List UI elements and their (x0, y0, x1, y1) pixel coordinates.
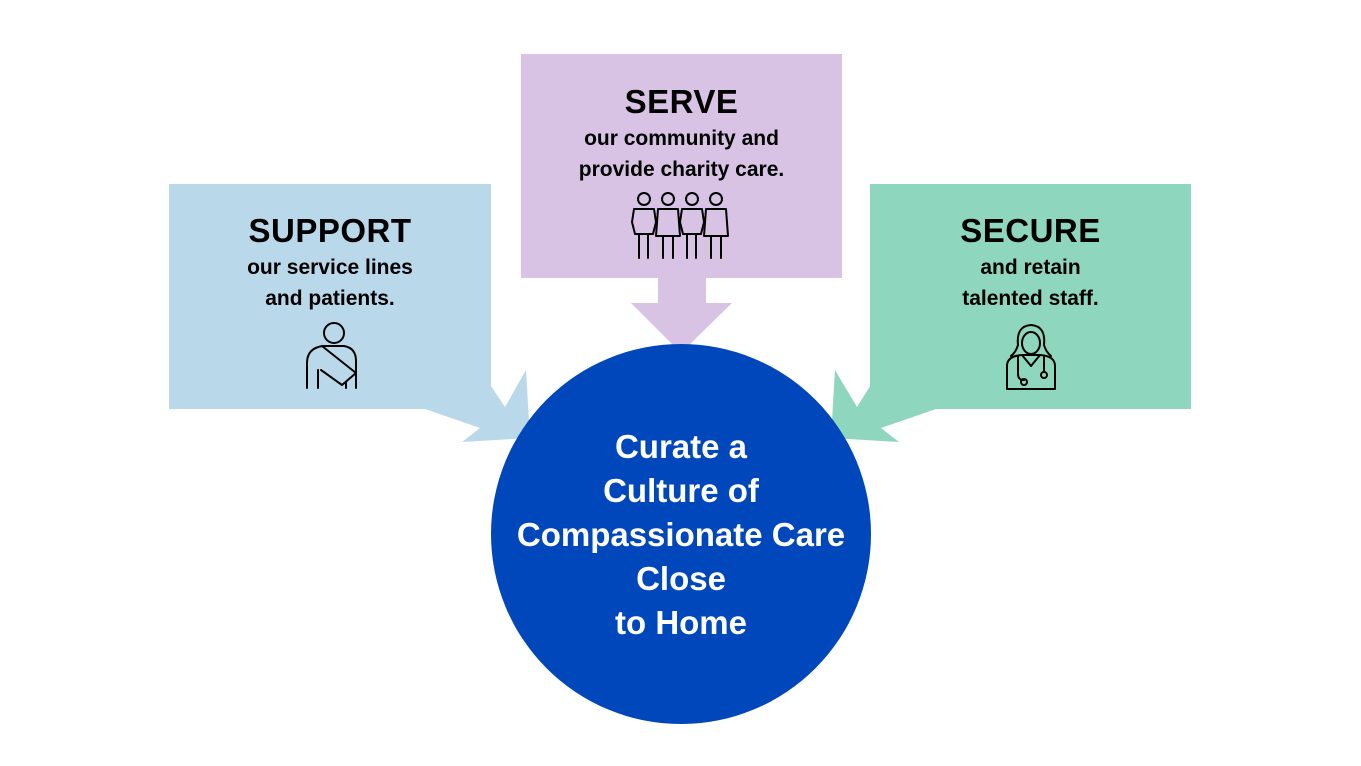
support-arrow (425, 370, 530, 442)
support-description-line-2: and patients. (265, 287, 395, 310)
support-description-line-1: our service lines (247, 256, 413, 279)
secure-title: SECURE (960, 212, 1101, 249)
center-circle (491, 344, 871, 724)
serve-description-line-2: provide charity care. (578, 158, 785, 181)
serve-text-block: SERVE our community and provide charity … (521, 83, 842, 185)
serve-arrow (631, 276, 732, 353)
patient-with-arm-sling-icon (306, 322, 357, 389)
support-text-block: SUPPORT our service lines and patients. (169, 212, 491, 314)
secure-box (870, 184, 1191, 409)
secure-description-line-2: talented staff. (962, 287, 1099, 310)
serve-box (521, 54, 842, 278)
center-text-block: Curate a Culture of Compassionate Care C… (491, 425, 871, 645)
serve-title: SERVE (624, 83, 739, 120)
support-title: SUPPORT (248, 212, 412, 249)
center-text-line-2: Culture of (603, 472, 759, 509)
serve-description-line-1: our community and (584, 127, 779, 150)
secure-description-line-1: and retain (980, 256, 1081, 279)
center-text-line-4: Close (636, 560, 726, 597)
center-text-line-1: Curate a (614, 428, 748, 465)
secure-arrow (831, 370, 936, 442)
center-text-line-5: to Home (615, 604, 747, 641)
community-people-icon (631, 192, 729, 259)
secure-text-block: SECURE and retain talented staff. (870, 212, 1191, 314)
support-box (169, 184, 491, 409)
center-text-line-3: Compassionate Care (516, 516, 846, 553)
doctor-with-stethoscope-icon (1006, 324, 1056, 390)
